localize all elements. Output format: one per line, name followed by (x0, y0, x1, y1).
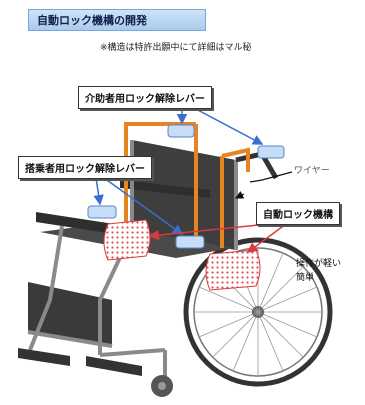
footrest-right (86, 356, 142, 376)
wire-pointer (234, 171, 293, 199)
patent-note: ※構造は特許出願中にて詳細はマル秘 (100, 43, 252, 53)
caregiver-arrows (176, 107, 264, 145)
armrest-pad-rear (120, 180, 210, 198)
rider-arrows (93, 177, 184, 235)
lever-shapes (87, 124, 285, 249)
lock-arrows (148, 223, 287, 253)
caster-wheel (151, 375, 173, 397)
page-title: 自動ロック機構の開発 (28, 9, 206, 31)
lock-mechanism-right (205, 249, 261, 291)
label-operation-easy: 簡単 (296, 273, 315, 283)
label-wire: ワイヤー (294, 166, 330, 176)
label-rider-lever: 搭乗者用ロック解除レバー (18, 156, 152, 179)
lock-mechanism-left (103, 219, 151, 261)
label-caregiver-lever: 介助者用ロック解除レバー (78, 86, 212, 109)
label-operation-light: 操作が軽い (296, 259, 342, 269)
footrest-left (18, 348, 70, 366)
label-auto-lock: 自動ロック機構 (256, 202, 340, 225)
